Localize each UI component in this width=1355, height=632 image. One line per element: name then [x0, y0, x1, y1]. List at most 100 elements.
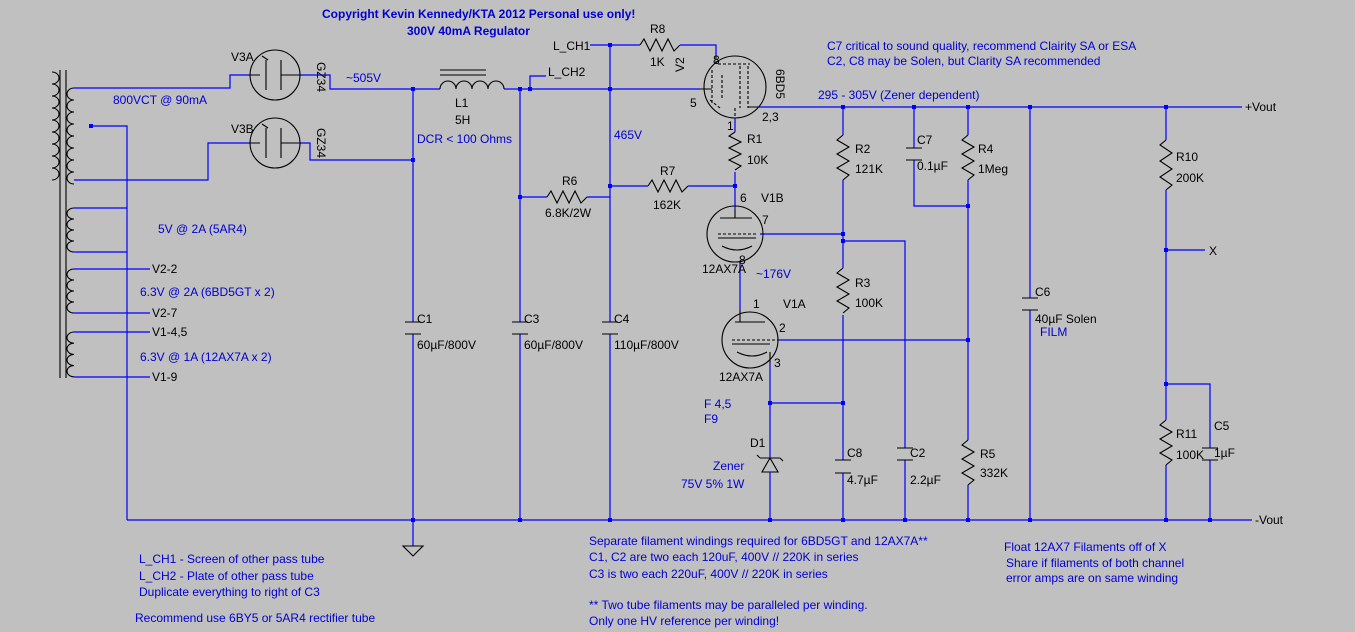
transformer-5v-label: 5V @ 2A (5AR4) [158, 222, 247, 236]
v2-pin: 1 [727, 119, 734, 133]
bottom-left-note: L_CH1 - Screen of other pass tube [139, 552, 325, 566]
r4-value: 1Meg [978, 162, 1008, 176]
r11-name: R11 [1176, 427, 1197, 441]
bottom-left-note: L_CH2 - Plate of other pass tube [139, 569, 314, 583]
v176-label: ~176V [756, 267, 791, 281]
resistor-r2-icon [835, 134, 851, 181]
v1a-filament: F 4,5 [704, 397, 732, 411]
tap-label: V2-7 [152, 306, 178, 320]
v465-label: 465V [614, 128, 642, 142]
tap-label: V2-2 [152, 262, 178, 276]
v2-pin: 8 [713, 53, 720, 67]
copyright-text: Copyright Kevin Kennedy/KTA 2012 Persona… [322, 7, 635, 21]
resistor-r8-icon [639, 37, 681, 53]
capacitor-c5-icon [1202, 447, 1218, 461]
r7-name: R7 [660, 164, 676, 178]
capacitor-c4-icon [602, 321, 618, 335]
capacitor-c1-icon [405, 321, 421, 335]
footnote: ** Two tube filaments may be paralleled … [589, 598, 868, 612]
l-ch1-label: L_CH1 [553, 39, 591, 53]
capacitor-c6-icon [1022, 297, 1038, 311]
v3b-label: V3B [231, 122, 254, 136]
bottom-right-note: Share if filaments of both channel [1006, 556, 1184, 570]
zener-d1-icon [756, 448, 784, 475]
v3b-type-label: GZ34 [314, 128, 328, 158]
rectifier-v3b-icon [249, 117, 301, 169]
r8-value: 1K [650, 55, 665, 69]
c2-value: 2.2µF [910, 473, 941, 487]
r1-name: R1 [747, 132, 763, 146]
c2-name: C2 [910, 446, 926, 460]
vplus-label: +Vout [1245, 100, 1277, 114]
junctions [89, 43, 1212, 522]
vout-note: 295 - 305V (Zener dependent) [818, 88, 979, 102]
rectifier-v3a-icon [249, 49, 301, 101]
l1-value: 5H [455, 113, 470, 127]
resistor-r3-icon [835, 267, 851, 314]
rectifier-note: Recommend use 6BY5 or 5AR4 rectifier tub… [135, 611, 375, 625]
transformer-63a-label: 6.3V @ 2A (6BD5GT x 2) [140, 285, 275, 299]
capacitor-c8-icon [835, 459, 851, 474]
r1-value: 10K [747, 153, 768, 167]
v3a-type-label: GZ34 [314, 62, 328, 92]
tap-label: V1-9 [152, 370, 178, 384]
r8-name: R8 [650, 22, 666, 36]
v2-pin: 5 [690, 96, 697, 110]
x-label: X [1209, 244, 1217, 258]
bottom-right-note: error amps are on same winding [1006, 571, 1178, 585]
triode-v1b-icon [706, 205, 764, 263]
top-right-note: C2, C8 may be Solen, but Clarity SA reco… [827, 54, 1100, 68]
v1a-name: V1A [783, 297, 806, 311]
bottom-right-note: Float 12AX7 Filaments off of X [1004, 540, 1167, 554]
v1a-pin: 3 [774, 356, 781, 370]
c4-value: 110µF/800V [614, 338, 679, 352]
r2-value: 121K [855, 162, 883, 176]
c7-name: C7 [917, 133, 933, 147]
dcr-label: DCR < 100 Ohms [417, 132, 512, 146]
v1b-pin: 6 [740, 191, 747, 205]
ground-icon [401, 545, 425, 557]
r10-value: 200K [1176, 171, 1204, 185]
top-right-note: C7 critical to sound quality, recommend … [827, 39, 1136, 53]
capacitor-c2-icon [897, 447, 913, 461]
r6-value: 6.8K/2W [545, 206, 592, 220]
r3-name: R3 [855, 276, 871, 290]
v1b-type: 12AX7A [702, 262, 746, 276]
r3-value: 100K [855, 296, 883, 310]
triode-v1a-icon [721, 310, 780, 369]
v1b-pin: 8 [739, 253, 746, 267]
d1-type: Zener [713, 459, 744, 473]
subtitle-text: 300V 40mA Regulator [407, 24, 530, 38]
r4-name: R4 [978, 142, 994, 156]
bottom-center-note: C3 is two each 220uF, 400V // 220K in se… [589, 567, 828, 581]
c5-value: 1µF [1214, 446, 1235, 460]
vminus-label: -Vout [1255, 513, 1284, 527]
r11-value: 100K [1176, 448, 1204, 462]
r7-value: 162K [653, 198, 681, 212]
capacitor-c3-icon [512, 321, 528, 335]
resistor-r6-icon [546, 189, 588, 205]
labels: Copyright Kevin Kennedy/KTA 2012 Persona… [113, 7, 1284, 628]
rect-voltage-label: ~505V [346, 71, 381, 85]
bottom-left-note: Duplicate everything to right of C3 [139, 585, 320, 599]
v1a-pin: 2 [779, 321, 786, 335]
r6-name: R6 [562, 174, 578, 188]
v1a-pin: 1 [753, 297, 760, 311]
resistor-r11-icon [1158, 419, 1174, 466]
transformer-63b-label: 6.3V @ 1A (12AX7A x 2) [140, 350, 272, 364]
resistor-r10-icon [1159, 139, 1173, 191]
resistor-r7-icon [647, 178, 689, 194]
c1-value: 60µF/800V [417, 338, 476, 352]
tap-label: V1-4,5 [152, 325, 188, 339]
v3a-label: V3A [231, 50, 254, 64]
bottom-center-note: C1, C2 are two each 120uF, 400V // 220K … [589, 550, 859, 564]
transformer-icon [51, 70, 75, 378]
c7-value: 0.1µF [917, 159, 948, 173]
c3-value: 60µF/800V [524, 338, 583, 352]
capacitors [405, 147, 1218, 474]
v2-pin: 2,3 [762, 110, 779, 124]
l1-label: L1 [455, 96, 469, 110]
c3-name: C3 [524, 312, 540, 326]
d1-value: 75V 5% 1W [681, 477, 745, 491]
